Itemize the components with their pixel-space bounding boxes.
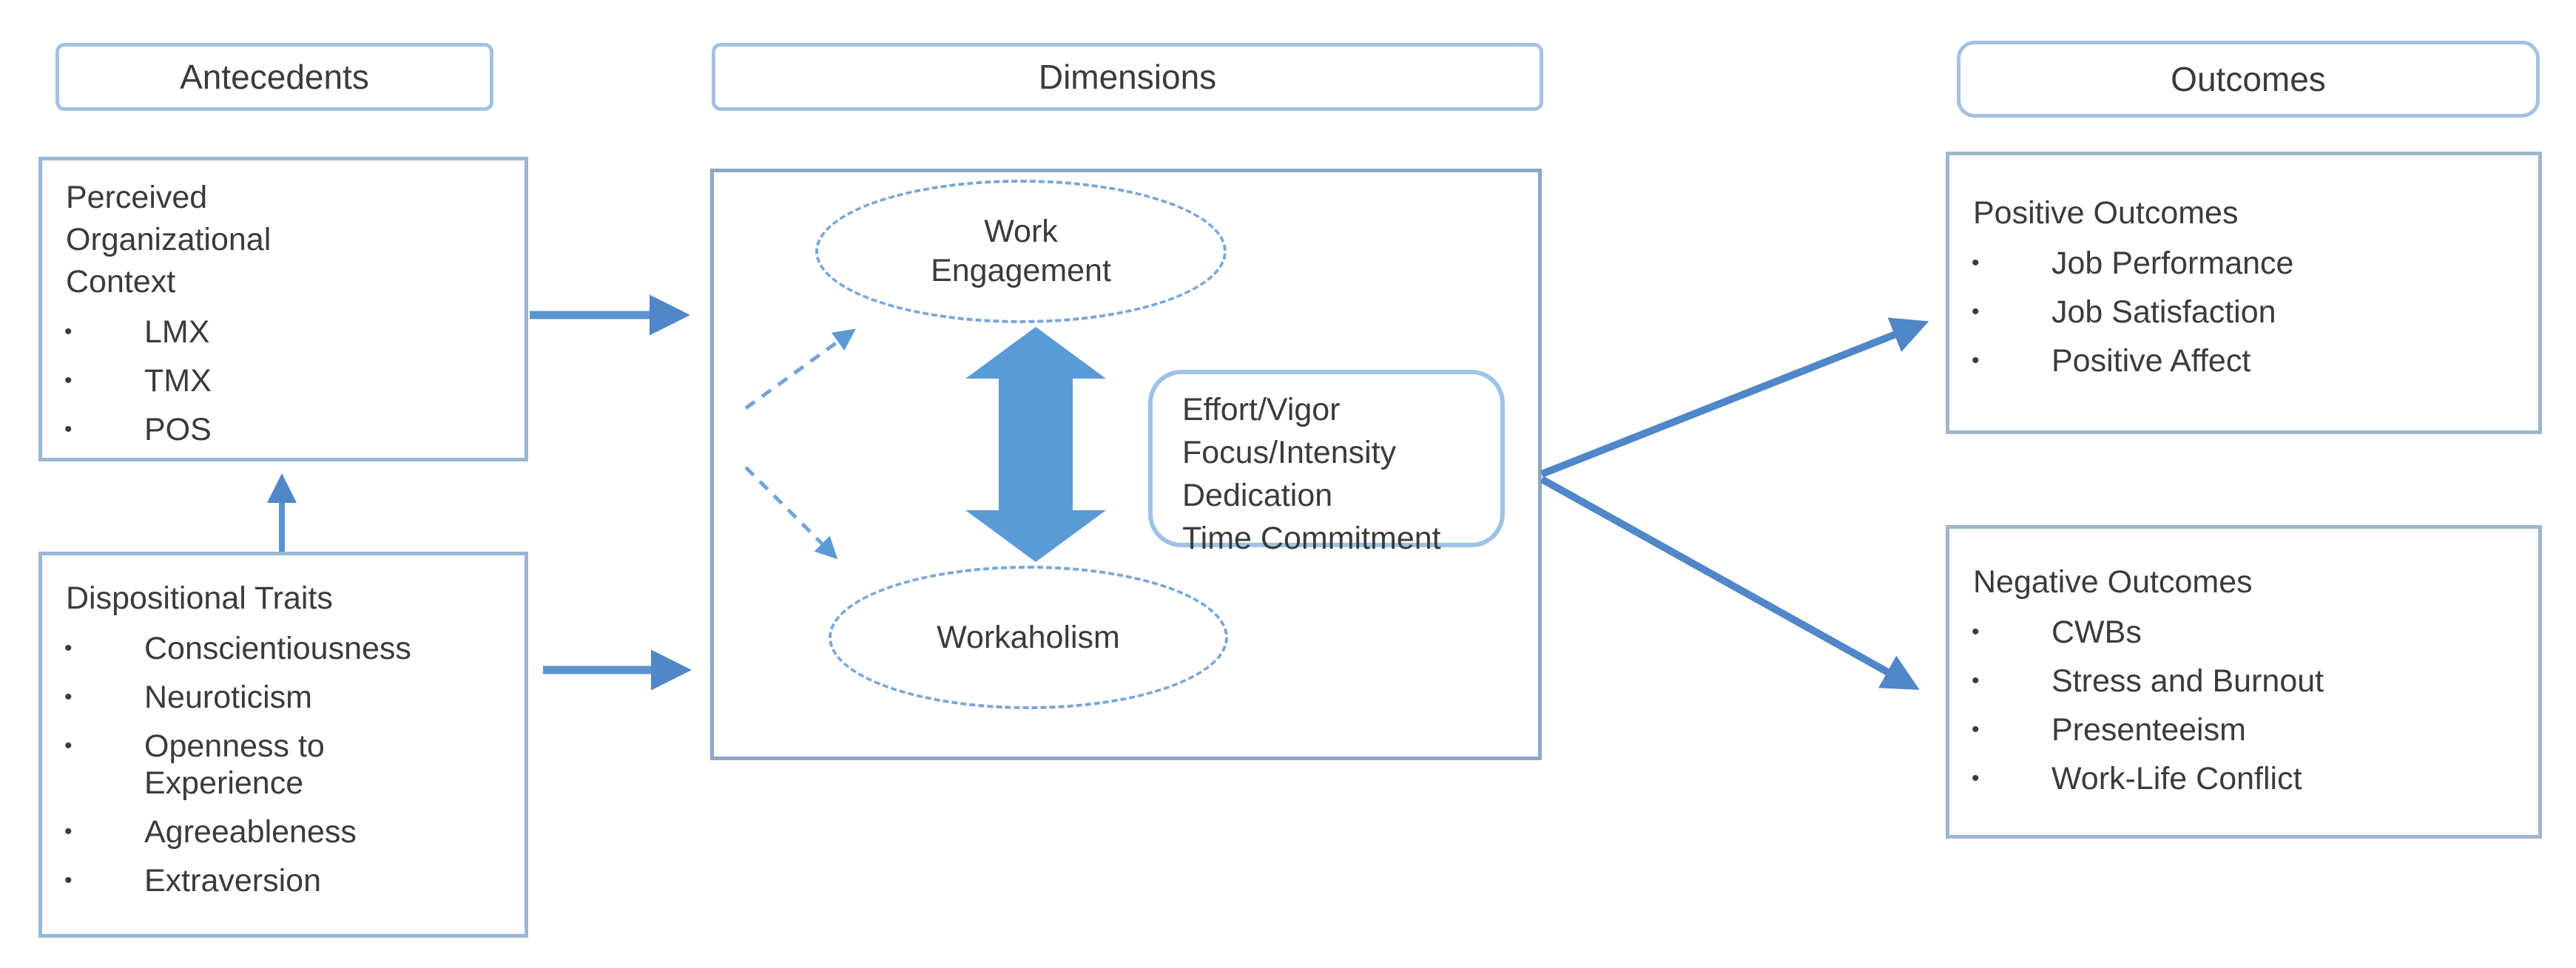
list-item: • Conscientiousness (42, 630, 525, 667)
bullet-icon: • (1972, 766, 1980, 791)
bullet-icon: • (64, 417, 73, 441)
bullet-icon: • (64, 636, 73, 660)
negative-outcomes-title: Negative Outcomes (1973, 564, 2253, 600)
list-item-label: TMX (144, 363, 212, 399)
list-item-label: Neuroticism (144, 680, 312, 715)
work-engagement-label-line-2: Engagement (931, 253, 1111, 288)
outcomes-header-label: Outcomes (2171, 60, 2326, 98)
bullet-icon: • (64, 734, 73, 758)
perceived-organizational-context-box: Perceived Organizational Context • LMX •… (38, 157, 528, 461)
bullet-icon: • (1972, 348, 1980, 373)
list-item: • Positive Affect (1949, 342, 2538, 379)
list-item: • LMX (42, 314, 525, 351)
list-item: • Stress and Burnout (1949, 663, 2538, 700)
list-item-label: Job Satisfaction (2051, 294, 2276, 330)
positive-outcomes-title: Positive Outcomes (1973, 195, 2239, 231)
dimension-facets-box: Effort/Vigor Focus/Intensity Dedication … (1148, 370, 1505, 556)
list-item-label: CWBs (2051, 615, 2142, 650)
arrow-dimensions-to-negative-outcomes (1540, 475, 1920, 690)
outcomes-header: Outcomes (1957, 41, 2540, 118)
list-item: • TMX (42, 362, 525, 399)
bullet-icon: • (1972, 717, 1980, 742)
list-item-label: Job Performance (2051, 246, 2294, 281)
bullet-icon: • (64, 685, 73, 709)
list-item-label: Openness to Experience (144, 728, 325, 801)
bullet-icon: • (1972, 669, 1980, 693)
list-item-label: Agreeableness (144, 814, 357, 850)
facet-focus-intensity: Focus/Intensity (1182, 435, 1397, 470)
list-item: • Presenteeism (1949, 711, 2538, 748)
facet-effort-vigor: Effort/Vigor (1182, 392, 1341, 427)
dispositional-item-list: • Conscientiousness • Neuroticism • Open… (42, 630, 525, 899)
bullet-icon: • (1972, 251, 1980, 275)
list-item: • Job Satisfaction (1949, 294, 2538, 331)
list-item: • POS (42, 411, 525, 448)
bullet-icon: • (1972, 620, 1980, 644)
list-item-label: POS (144, 412, 212, 447)
facet-dedication: Dedication (1182, 478, 1333, 513)
dispositional-traits-box: Dispositional Traits • Conscientiousness… (38, 552, 528, 938)
negative-outcomes-list: • CWBs • Stress and Burnout • Presenteei… (1949, 614, 2538, 797)
list-item: • Job Performance (1949, 245, 2538, 282)
list-item-label: Conscientiousness (144, 631, 411, 666)
list-item: • CWBs (1949, 614, 2538, 651)
bullet-icon: • (1972, 299, 1980, 324)
list-item-label: Positive Affect (2051, 343, 2251, 379)
antecedents-header-label: Antecedents (180, 58, 369, 96)
perceived-title-line-3: Context (66, 264, 176, 299)
workaholism-ellipse: Workaholism (829, 566, 1228, 709)
antecedents-header: Antecedents (55, 43, 493, 111)
bullet-icon: • (64, 368, 73, 393)
list-item-label: Extraversion (144, 863, 321, 898)
arrow-dimensions-to-positive-outcomes (1540, 317, 1929, 478)
list-item: • Extraversion (42, 862, 525, 899)
list-item: • Neuroticism (42, 679, 525, 716)
bullet-icon: • (64, 319, 73, 344)
work-engagement-label-line-1: Work (984, 214, 1058, 249)
perceived-title-line-1: Perceived (66, 180, 208, 215)
dimensions-header: Dimensions (712, 43, 1543, 111)
bullet-icon: • (64, 819, 73, 844)
dispositional-title: Dispositional Traits (66, 581, 333, 616)
perceived-item-list: • LMX • TMX • POS (42, 314, 525, 448)
list-item-label: LMX (144, 314, 210, 350)
work-engagement-ellipse: Work Engagement (815, 180, 1227, 323)
facet-time-commitment: Time Commitment (1182, 521, 1441, 556)
positive-outcomes-box: Positive Outcomes • Job Performance • Jo… (1946, 152, 2542, 434)
dimensions-header-label: Dimensions (1038, 58, 1217, 96)
list-item-label: Stress and Burnout (2051, 663, 2324, 699)
bullet-icon: • (64, 868, 73, 893)
positive-outcomes-list: • Job Performance • Job Satisfaction • P… (1949, 245, 2538, 379)
perceived-title-line-2: Organizational (66, 222, 272, 257)
list-item: • Agreeableness (42, 813, 525, 850)
negative-outcomes-box: Negative Outcomes • CWBs • Stress and Bu… (1946, 525, 2542, 839)
list-item-label: Work-Life Conflict (2051, 761, 2302, 796)
list-item-label: Presenteeism (2051, 712, 2246, 748)
list-item: • Openness to Experience (42, 728, 525, 802)
workaholism-label: Workaholism (937, 619, 1120, 655)
list-item: • Work-Life Conflict (1949, 760, 2538, 797)
